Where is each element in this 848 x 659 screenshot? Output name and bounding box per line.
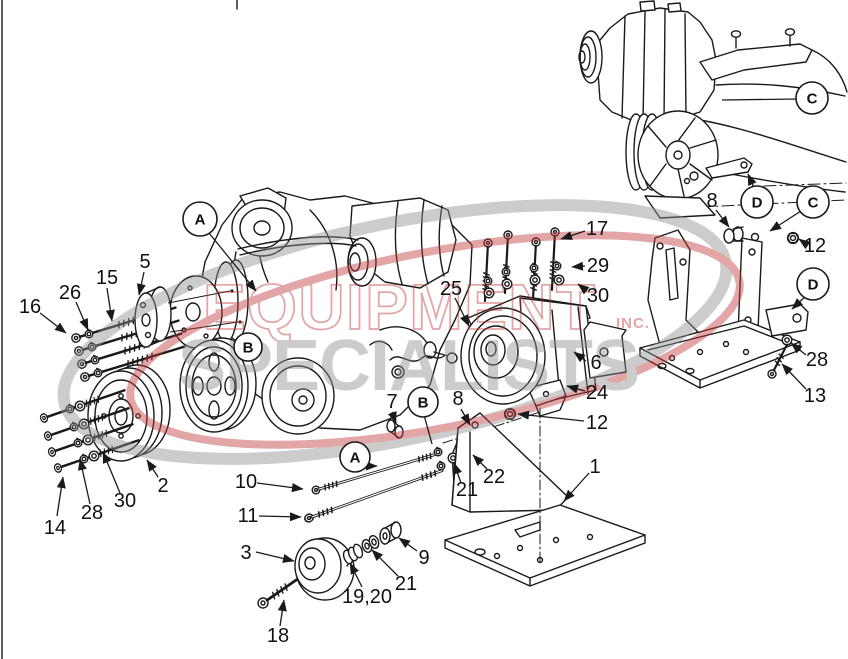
callout-30: 30: [114, 490, 136, 512]
watermark: EQUIPMENT SPECIALISTS INC.: [57, 199, 744, 465]
callout-28: 28: [81, 502, 103, 524]
callout-26: 26: [59, 282, 81, 304]
callout-9: 9: [418, 547, 429, 569]
letter-marker-A: A: [339, 441, 371, 473]
svg-text:A: A: [350, 450, 361, 467]
letter-marker-A: A: [182, 201, 218, 237]
callout-8: 8: [706, 190, 717, 212]
callout-11: 11: [238, 505, 259, 527]
callout-24: 24: [586, 382, 608, 404]
letter-marker-D: D: [796, 267, 830, 301]
watermark-red-swoosh: [126, 231, 744, 449]
callout-10: 10: [235, 471, 257, 493]
callout-29: 29: [587, 255, 609, 277]
crank-pulley-part2: [87, 364, 171, 462]
svg-text:B: B: [243, 340, 254, 357]
callout-21: 21: [456, 479, 478, 501]
callout-1: 1: [589, 456, 600, 478]
callout-17: 17: [586, 218, 608, 240]
callout-22: 22: [483, 466, 505, 488]
letter-marker-B: B: [233, 332, 263, 362]
callout-14: 14: [44, 517, 66, 539]
callout-7: 7: [386, 391, 397, 413]
svg-text:D: D: [752, 195, 763, 212]
svg-text:A: A: [195, 212, 206, 229]
svg-text:B: B: [418, 395, 429, 412]
watermark-gray-swoosh: [57, 199, 733, 465]
callout-2: 2: [157, 475, 168, 497]
svg-text:C: C: [808, 195, 819, 212]
alternator-subassembly: [578, 0, 848, 219]
callout-12: 12: [586, 412, 608, 434]
callout-16: 16: [19, 296, 41, 318]
callout-12: 12: [804, 235, 826, 257]
main-bracket-part1: [444, 389, 646, 587]
callout-18: 18: [267, 625, 289, 647]
support-bracket-subassembly: [639, 226, 809, 389]
letter-marker-D: D: [740, 185, 774, 219]
callout-13: 13: [804, 385, 826, 407]
tensioner-assembly: [254, 521, 402, 612]
callout-25: 25: [440, 278, 462, 300]
callout-30: 30: [587, 285, 609, 307]
callout-19-20: 19,20: [342, 586, 392, 608]
callout-8: 8: [452, 388, 463, 410]
svg-text:D: D: [808, 277, 819, 294]
compressor-part25: [460, 295, 627, 417]
callout-21: 21: [395, 573, 417, 595]
letter-marker-B: B: [407, 386, 439, 418]
leader-lines: [39, 98, 811, 627]
svg-text:C: C: [807, 91, 818, 108]
watermark-inc-text: INC.: [616, 315, 650, 332]
callout-28: 28: [806, 349, 828, 371]
callout-3: 3: [240, 542, 251, 564]
callout-6: 6: [590, 352, 601, 374]
callout-15: 15: [96, 267, 118, 289]
watermark-equipment-text: EQUIPMENT: [203, 271, 595, 343]
letter-marker-C: C: [795, 81, 829, 115]
letter-marker-C: C: [796, 185, 830, 219]
callout-5: 5: [139, 251, 150, 273]
spacer-part5: [134, 286, 242, 348]
